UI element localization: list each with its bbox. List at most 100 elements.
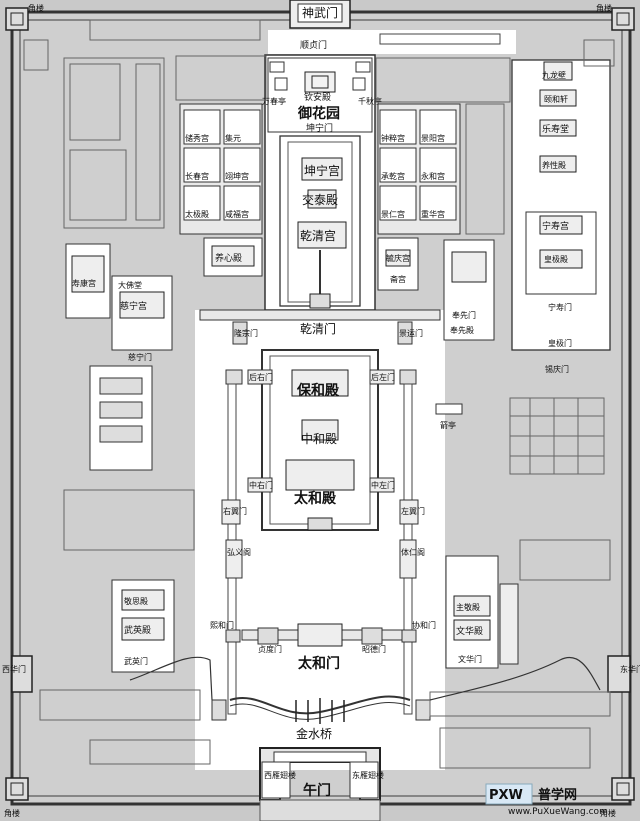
label-jingrengong: 景仁宫 — [381, 209, 405, 219]
outer-court-halls: 保和殿 中和殿 太和殿 — [261, 349, 379, 531]
qianqingmen-bar — [199, 309, 441, 321]
label-jinggongmen: 景运门 — [399, 328, 423, 338]
watermark-url: www.PuXueWang.com — [508, 807, 608, 817]
southeast-blocks — [429, 539, 611, 769]
label-wuyingmen: 武英门 — [124, 656, 148, 666]
label-kunningmen: 坤宁门 — [306, 122, 333, 134]
north-strip — [379, 33, 501, 45]
label-zhendumen: 贞度门 — [258, 644, 282, 654]
label-shenwumen: 神武门 — [302, 5, 338, 20]
label-wenhuamen: 文华门 — [458, 654, 482, 664]
label-changchungong: 长春宫 — [185, 171, 209, 181]
corner-tower-sw — [5, 777, 29, 801]
wenhuadian: 主敬殿 文华殿 文华门 — [445, 555, 519, 669]
label-jingsidian: 敬思殿 — [124, 596, 148, 606]
corner-tower-ne — [611, 7, 635, 31]
label-shunzhenmen: 顺贞门 — [300, 39, 327, 51]
label-ningshoumen: 宁寿门 — [548, 302, 572, 312]
west-six-palaces: 储秀宫 集元 长春宫 翊坤宫 太极殿 咸福宫 — [179, 103, 263, 235]
label-qianqingmen: 乾清门 — [300, 321, 336, 336]
inner-court-palaces: 坤宁宫 交泰殿 乾清宫 — [279, 135, 361, 309]
corner-tower-se — [611, 777, 635, 801]
southwest-blocks — [39, 489, 211, 765]
label-jiulongbi: 锡庆门 — [545, 364, 569, 374]
label-qinandian: 钦安殿 — [304, 91, 331, 103]
imperial-garden: 顺贞门 钦安殿 御花园 万春亭 千秋亭 — [262, 39, 382, 133]
label-jiaolou-sw: 角楼 — [4, 808, 20, 818]
label-houyoumen: 后右门 — [249, 372, 273, 382]
watermark: PXW 普学网 www.PuXueWang.com — [485, 783, 608, 817]
label-wenhuadian: 文华殿 — [456, 625, 483, 637]
label-yikungong: 翊坤宫 — [225, 171, 249, 181]
watermark-title: 普学网 — [538, 787, 577, 803]
label-baohedian: 保和殿 — [296, 382, 340, 399]
south-plaza — [259, 799, 381, 821]
label-jianting: 箭亭 — [440, 420, 456, 430]
label-jingqi: 九龙壁 — [542, 70, 566, 80]
label-houzuomen: 后左门 — [371, 372, 395, 382]
label-zhujingdian: 主敬殿 — [456, 602, 480, 612]
label-taihemen: 太和门 — [298, 655, 340, 672]
label-longzongmen: 隆宗门 — [234, 328, 258, 338]
west-lower-block — [89, 365, 153, 471]
zhaigong-yuqinggong: 毓庆宫 斋宫 — [377, 237, 419, 291]
donghuamen: 东华门 — [607, 655, 640, 693]
label-chuxiugong: 储秀宫 — [185, 133, 209, 143]
label-shoukanggong: 寿康宫 — [72, 278, 96, 288]
taihemen: 贞度门 昭德门 太和门 熙和门 协和门 — [210, 620, 436, 672]
east-channel — [429, 657, 601, 701]
label-fengxianmen: 奉先门 — [452, 310, 476, 320]
fengxiandian: 奉先殿 奉先门 — [443, 239, 495, 341]
ningshougong: 九龙壁 颐和轩 乐寿堂 养性殿 宁寿宫 皇极殿 宁寿门 皇极门 — [511, 59, 611, 351]
northeast-blocks — [375, 39, 615, 235]
label-zhongyoumen: 中右门 — [249, 480, 273, 490]
label-jiyuan: 集元 — [225, 133, 241, 143]
label-wanchunting: 万春亭 — [262, 96, 286, 106]
label-zhongzuomen: 中左门 — [371, 480, 395, 490]
label-yuqinggong: 毓庆宫 — [386, 253, 410, 263]
northwest-blocks — [23, 19, 267, 229]
label-youyimen: 右翼门 — [223, 506, 247, 516]
jinshui-bridges — [295, 698, 345, 724]
cininggong: 寿康宫 慈宁宫 大佛堂 慈宁门 — [65, 243, 173, 362]
label-qianqiuting: 千秋亭 — [358, 96, 382, 106]
label-kunninggong: 坤宁宫 — [304, 163, 340, 178]
label-jiaotaidian: 交泰殿 — [302, 192, 338, 207]
label-dafotang: 大佛堂 — [118, 280, 142, 290]
label-jiaolou-ne: 角楼 — [596, 3, 612, 13]
label-leshoutang: 乐寿堂 — [542, 123, 569, 135]
label-wumen: 午门 — [303, 782, 331, 799]
label-xihuamen: 西华门 — [2, 664, 26, 674]
watermark-pxw: PXW — [489, 788, 523, 803]
label-ningshougong: 宁寿宫 — [542, 220, 569, 232]
label-dongyanchilou: 东雁翅楼 — [352, 770, 384, 780]
jianting: 箭亭 — [435, 403, 463, 430]
shenwumen-gate: 神武门 — [289, 0, 351, 29]
label-qianqinggong: 乾清宫 — [300, 228, 336, 243]
label-huangjimen: 皇极门 — [548, 338, 572, 348]
xihuamen: 西华门 — [2, 655, 33, 693]
label-yangxingdian: 养性殿 — [542, 160, 566, 170]
west-channel — [129, 656, 213, 701]
label-tirenge: 体仁阁 — [401, 547, 425, 557]
east-six-palaces: 钟粹宫 景阳宫 承乾宫 永和宫 景仁宫 重华宫 — [377, 103, 461, 235]
label-donghuamen: 东华门 — [620, 664, 640, 674]
label-jiaolou-nw: 角楼 — [28, 3, 44, 13]
label-xianfugong: 咸福宫 — [225, 209, 249, 219]
label-taihedian: 太和殿 — [294, 490, 337, 507]
label-zhonghedian: 中和殿 — [301, 431, 337, 446]
label-hongyige: 弘义阁 — [227, 547, 251, 557]
label-cininggong: 慈宁宫 — [120, 300, 147, 312]
yangxindian: 养心殿 — [203, 237, 263, 277]
label-ciningmen: 慈宁门 — [128, 352, 152, 362]
label-zhaigong: 斋宫 — [390, 274, 406, 284]
label-yangxindian: 养心殿 — [215, 252, 242, 264]
label-jiaolou-se: 角楼 — [600, 808, 616, 818]
label-zhongcuigong: 钟粹宫 — [381, 133, 405, 143]
label-fengxiandian: 奉先殿 — [450, 325, 474, 335]
label-zhaodemen: 昭德门 — [362, 644, 386, 654]
corner-tower-nw — [5, 7, 29, 31]
wuyingdian: 敬思殿 武英殿 武英门 — [111, 579, 175, 673]
label-zhaiguan: 重华宫 — [421, 209, 445, 219]
